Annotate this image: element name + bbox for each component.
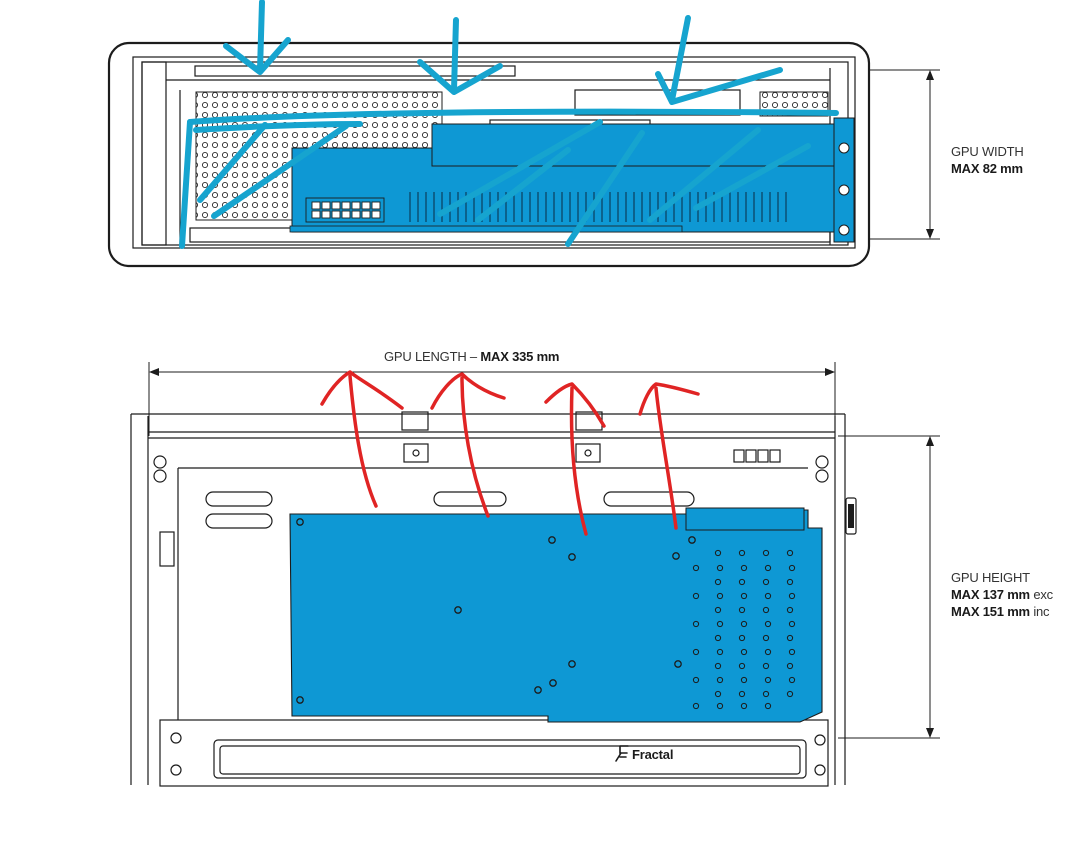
gpu-width-dimension — [870, 69, 940, 240]
side-screws — [153, 455, 829, 776]
gpu-length-title: GPU LENGTH – — [384, 349, 481, 364]
fractal-logo-icon — [615, 745, 629, 762]
side-thumbscrew — [845, 497, 857, 535]
gpu-width-label: GPU WIDTH MAX 82 mm — [951, 143, 1024, 177]
side-gpu — [289, 507, 823, 723]
gpu-height-suffix-2: inc — [1029, 604, 1050, 619]
gpu-height-value-2: MAX 151 mm — [951, 604, 1030, 619]
left-bracket — [141, 61, 167, 246]
gpu-power-connector — [305, 197, 385, 223]
side-view-case — [130, 411, 846, 787]
gpu-length-value: MAX 335 mm — [480, 349, 560, 364]
gpu-height-dimension — [838, 435, 940, 739]
gpu-backplate-holes — [692, 549, 796, 710]
blue-annotation-strokes — [179, 0, 839, 249]
gpu-height-title: GPU HEIGHT — [951, 570, 1030, 585]
brand-logo-text: Fractal — [632, 747, 674, 762]
case-outline — [107, 41, 871, 268]
gpu-top-bracket — [685, 507, 805, 531]
gpu-height-value-1: MAX 137 mm — [951, 587, 1030, 602]
case-inner-frame — [132, 56, 856, 249]
gpu-io-bracket — [833, 117, 855, 243]
gpu-mount-screws — [296, 518, 696, 704]
red-annotation-strokes — [320, 370, 700, 536]
gpu-width-value: MAX 82 mm — [951, 161, 1023, 176]
gpu-width-title: GPU WIDTH — [951, 144, 1024, 159]
gpu-length-label: GPU LENGTH – MAX 335 mm — [384, 348, 559, 365]
gpu-height-suffix-1: exc — [1029, 587, 1053, 602]
length-dimension — [148, 362, 836, 436]
gpu-height-label: GPU HEIGHT MAX 137 mm exc MAX 151 mm inc — [951, 569, 1053, 620]
